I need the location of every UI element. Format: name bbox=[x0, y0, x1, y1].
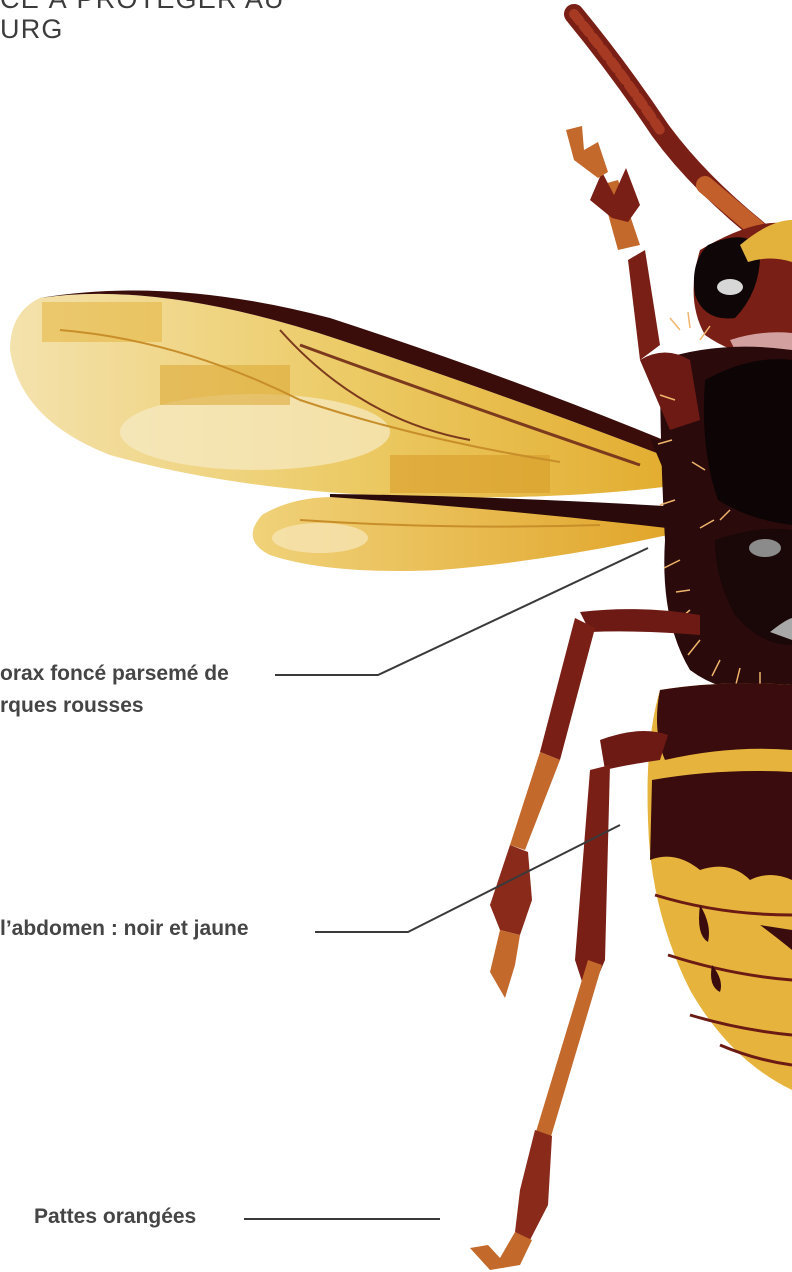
forewing bbox=[10, 290, 700, 497]
label-thorax-line-1: orax foncé parsemé de bbox=[0, 662, 229, 685]
label-thorax: orax foncé parsemé de rques rousses bbox=[0, 658, 229, 722]
label-pattes: Pattes orangées bbox=[34, 1201, 196, 1233]
label-thorax-line-2: rques rousses bbox=[0, 694, 144, 717]
hindwing bbox=[253, 494, 700, 571]
head bbox=[694, 220, 792, 360]
front-leg-raised bbox=[566, 126, 660, 360]
label-abdomen: l’abdomen : noir et jaune bbox=[0, 913, 249, 945]
leader-line-abdomen bbox=[315, 825, 620, 932]
abdomen bbox=[648, 683, 792, 1090]
hind-leg bbox=[470, 731, 668, 1270]
